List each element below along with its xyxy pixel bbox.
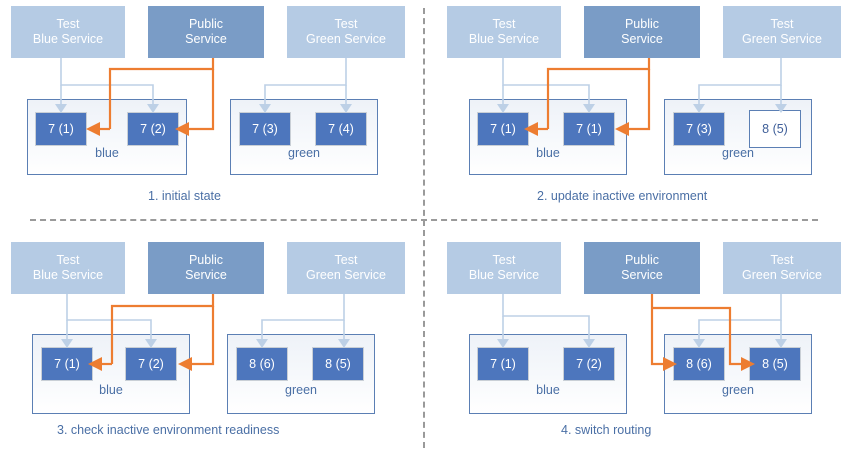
- panel-initial-state: Test Blue Service Public Service Test Gr…: [0, 0, 424, 228]
- panel-switch-routing: Test Blue Service Public Service Test Gr…: [424, 228, 848, 456]
- public-service-box: Public Service: [584, 6, 700, 58]
- blue-node-2: 7 (2): [563, 347, 615, 381]
- public-service-label-line2: Service: [621, 32, 663, 46]
- test-blue-service-label-line1: Test: [56, 253, 80, 267]
- panel-2-connectors: [497, 58, 787, 136]
- test-blue-service-box: Test Blue Service: [11, 242, 125, 294]
- panel-update-inactive-environment: Test Blue Service Public Service Test Gr…: [424, 0, 848, 228]
- test-green-service-box: Test Green Service: [723, 6, 841, 58]
- public-service-label-line2: Service: [185, 32, 227, 46]
- panel-3-caption: 3. check inactive environment readiness: [57, 423, 280, 437]
- test-green-service-label-line1: Test: [770, 253, 794, 267]
- test-blue-service-label-line2: Blue Service: [32, 32, 104, 46]
- blue-node-1: 7 (1): [35, 112, 87, 146]
- blue-environment-label: blue: [536, 146, 560, 160]
- test-green-service-label-line2: Green Service: [306, 268, 386, 282]
- blue-node-2: 7 (2): [127, 112, 179, 146]
- blue-environment-label: blue: [536, 383, 560, 397]
- green-node-1: 7 (3): [673, 112, 725, 146]
- green-environment-label: green: [285, 383, 317, 397]
- panel-4-caption: 4. switch routing: [561, 423, 652, 437]
- test-green-service-box: Test Green Service: [287, 242, 405, 294]
- blue-environment-label: blue: [95, 146, 119, 160]
- test-green-service-box: Test Green Service: [287, 6, 405, 58]
- panel-4-connectors: [497, 294, 787, 371]
- blue-node-2: 7 (2): [125, 347, 177, 381]
- panel-check-inactive-environment-readiness: Test Blue Service Public Service Test Gr…: [0, 228, 424, 456]
- green-node-2: 8 (5): [749, 110, 801, 148]
- public-service-box: Public Service: [148, 6, 264, 58]
- public-service-label-line1: Public: [188, 17, 224, 31]
- green-node-1: 7 (3): [239, 112, 291, 146]
- green-node-2: 8 (5): [749, 347, 801, 381]
- panel-3-connectors: [61, 294, 350, 371]
- public-service-box: Public Service: [148, 242, 264, 294]
- blue-environment-label: blue: [99, 383, 123, 397]
- test-green-service-label-line2: Green Service: [742, 268, 822, 282]
- public-service-label-line1: Public: [624, 253, 660, 267]
- test-blue-service-label-line1: Test: [56, 17, 80, 31]
- public-service-label-line1: Public: [188, 253, 224, 267]
- test-green-service-label-line1: Test: [334, 17, 358, 31]
- test-blue-service-label-line2: Blue Service: [468, 32, 540, 46]
- test-blue-service-label-line2: Blue Service: [468, 268, 540, 282]
- test-blue-service-label-line2: Blue Service: [32, 268, 104, 282]
- green-node-2: 8 (5): [312, 347, 364, 381]
- public-service-label-line2: Service: [185, 268, 227, 282]
- green-node-1: 8 (6): [673, 347, 725, 381]
- green-environment-label: green: [288, 146, 320, 160]
- public-service-label-line2: Service: [621, 268, 663, 282]
- test-green-service-label-line2: Green Service: [742, 32, 822, 46]
- public-service-box: Public Service: [584, 242, 700, 294]
- green-environment-label: green: [722, 146, 754, 160]
- test-blue-service-label-line1: Test: [492, 17, 516, 31]
- blue-node-1: 7 (1): [477, 347, 529, 381]
- panel-1-connectors: [55, 58, 352, 136]
- public-service-label-line1: Public: [624, 17, 660, 31]
- panel-2-caption: 2. update inactive environment: [537, 189, 708, 203]
- green-node-2: 7 (4): [315, 112, 367, 146]
- test-blue-service-label-line1: Test: [492, 253, 516, 267]
- panel-1-caption: 1. initial state: [148, 189, 221, 203]
- test-green-service-box: Test Green Service: [723, 242, 841, 294]
- test-green-service-label-line2: Green Service: [306, 32, 386, 46]
- test-blue-service-box: Test Blue Service: [447, 242, 561, 294]
- test-blue-service-box: Test Blue Service: [447, 6, 561, 58]
- test-blue-service-box: Test Blue Service: [11, 6, 125, 58]
- test-green-service-label-line1: Test: [770, 17, 794, 31]
- test-green-service-label-line1: Test: [334, 253, 358, 267]
- blue-node-1: 7 (1): [41, 347, 93, 381]
- vertical-divider: [423, 8, 425, 448]
- blue-node-1: 7 (1): [477, 112, 529, 146]
- green-environment-label: green: [722, 383, 754, 397]
